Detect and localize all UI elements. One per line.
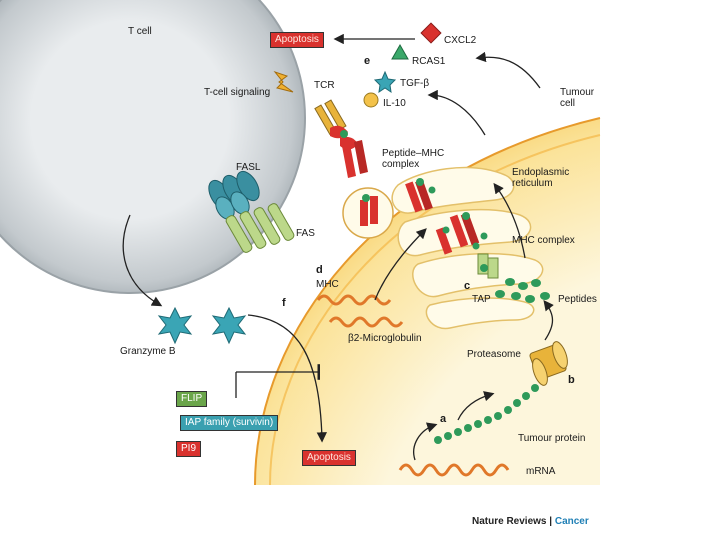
label-er: Endoplasmic reticulum: [512, 167, 570, 189]
mhc-in-er: [405, 178, 499, 279]
label-t-cell: T cell: [128, 26, 152, 37]
label-tumour-cell: Tumour cell: [560, 87, 595, 109]
peptides-cluster: [495, 278, 550, 303]
label-tgf-beta: TGF-β: [400, 78, 430, 89]
journal-name: Nature Reviews |: [472, 516, 555, 527]
label-beta2-microglobulin: β2-Microglobulin: [348, 333, 422, 344]
arrows: [122, 33, 554, 461]
label-rcas1: RCAS1: [412, 56, 446, 67]
label-mhc: MHC: [316, 279, 339, 290]
fasl: [208, 170, 260, 220]
fas: [225, 203, 295, 253]
label-il10: IL-10: [383, 98, 406, 109]
label-tumour-protein: Tumour protein: [518, 433, 586, 444]
panel-label-b: b: [568, 374, 575, 386]
label-apoptosis-top: Apoptosis: [270, 32, 324, 48]
label-flip: FLIP: [176, 391, 208, 407]
label-t-cell-signaling: T-cell signaling: [204, 87, 271, 98]
label-cxcl2: CXCL2: [444, 35, 477, 46]
proteasome-shape: [529, 341, 568, 386]
label-tcr: TCR: [314, 80, 335, 91]
granzyme-star-icon: [157, 306, 247, 345]
b2m-gene: [328, 316, 404, 328]
mhc-gene: [316, 294, 392, 306]
journal-credit: Nature Reviews | Cancer: [472, 516, 589, 527]
panel-label-e: e: [364, 55, 371, 67]
panel-label-f: f: [282, 297, 286, 309]
label-mrna: mRNA: [526, 466, 556, 477]
label-pi9: PI9: [176, 441, 202, 457]
signal-bolt-icon: [273, 70, 294, 93]
label-mhc-complex: MHC complex: [512, 235, 575, 246]
tcr-complex: [314, 99, 368, 178]
journal-section: Cancer: [554, 516, 589, 527]
label-iap-family: IAP family (survivin): [180, 415, 279, 431]
label-fasl: FASL: [236, 162, 261, 173]
label-peptide-mhc: Peptide–MHC complex: [382, 148, 445, 170]
label-granzyme-b: Granzyme B: [120, 346, 176, 357]
label-fas: FAS: [296, 228, 315, 239]
panel-label-d: d: [316, 264, 323, 276]
tumour-protein-chain: [434, 384, 539, 444]
mrna-strand: [398, 463, 510, 477]
panel-label-c: c: [464, 280, 471, 292]
label-tap: TAP: [472, 294, 491, 305]
panel-label-a: a: [440, 413, 447, 425]
mhc-vesicle: [342, 187, 394, 239]
label-peptides: Peptides: [558, 294, 597, 305]
ligand-icons: [363, 22, 442, 108]
label-proteasome: Proteasome: [467, 349, 521, 360]
label-apoptosis-bottom: Apoptosis: [302, 450, 356, 466]
